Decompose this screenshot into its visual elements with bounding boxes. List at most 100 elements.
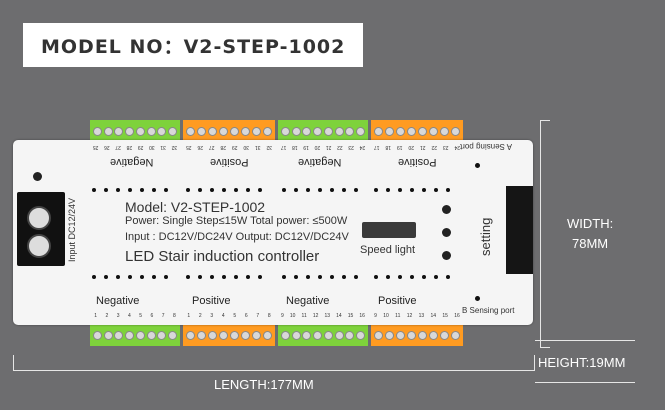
pin-number: 12: [312, 313, 319, 319]
speed-light-label: Speed light: [360, 244, 416, 256]
pin-number: 30: [149, 144, 155, 150]
terminal-block-top-1: [90, 120, 180, 142]
pin-number: 24: [359, 144, 366, 150]
top-pin-numbers-1: 32 31 30 29 28 27 26 25: [90, 144, 180, 150]
pin-number: 16: [454, 313, 460, 319]
terminal-block-top-2: [183, 120, 275, 142]
top-negative-label-1: Negative: [110, 156, 154, 168]
bottom-negative-label-2: Negative: [286, 295, 330, 307]
top-positive-label-2: Positive: [398, 156, 437, 168]
pin-number: 18: [292, 144, 298, 150]
pin-number: 23: [348, 144, 354, 150]
width-dimension-line: [540, 120, 541, 348]
pin-number: 6: [150, 313, 154, 319]
pin-number: 11: [301, 313, 307, 319]
pin-number: 2: [198, 313, 202, 319]
input-side-label: Input DC12/24V: [67, 197, 77, 262]
top-positive-label-1: Positive: [210, 156, 249, 168]
pin-number: 31: [160, 144, 166, 150]
length-label: LENGTH:177MM: [214, 377, 314, 392]
speed-light-window: [362, 222, 416, 238]
terminal-block-top-4: [371, 120, 463, 142]
b-port-indicator: [475, 296, 480, 301]
pin-number: 32: [171, 144, 178, 150]
input-connector: [17, 192, 65, 266]
terminal-block-bottom-1: [90, 324, 180, 346]
terminal-block-top-3: [278, 120, 368, 142]
pin-number: 8: [267, 313, 271, 319]
mount-hole-left: [33, 172, 42, 181]
width-label: WIDTH:: [567, 216, 614, 231]
board-input-spec: Input : DC12V/DC24V Output: DC12V/DC24V: [125, 231, 349, 243]
terminal-block-bottom-3: [278, 324, 368, 346]
pin-number: 8: [172, 313, 176, 319]
pin-number: 20: [314, 144, 321, 150]
length-dimension-cap-right: [534, 355, 535, 371]
b-sensing-port-label: B Sensing port: [462, 306, 515, 315]
height-dimension-line-bottom: [535, 382, 635, 383]
setting-button-1[interactable]: [442, 205, 451, 214]
pin-number: 17: [280, 144, 287, 150]
bottom-negative-label-1: Negative: [96, 295, 140, 307]
pin-number: 22: [431, 144, 438, 150]
model-number-banner: MODEL NO：V2-STEP-1002: [23, 23, 363, 67]
pin-number: 20: [408, 144, 415, 150]
pin-number: 7: [256, 313, 260, 319]
a-sensing-port-label: A Sensing port: [460, 142, 513, 151]
top-negative-label-2: Negative: [298, 156, 342, 168]
pin-number: 1: [94, 313, 98, 319]
pin-number: 28: [220, 144, 227, 150]
pin-number: 14: [336, 313, 342, 319]
bottom-positive-label-1: Positive: [192, 295, 231, 307]
pin-number: 25: [92, 144, 99, 150]
sensing-port-connector: [506, 186, 533, 274]
pin-number: 11: [395, 313, 401, 319]
pin-number: 7: [161, 313, 165, 319]
pin-number: 5: [233, 313, 237, 319]
setting-button-2[interactable]: [442, 228, 451, 237]
pin-number: 26: [104, 144, 110, 150]
length-dimension-line: [13, 370, 535, 371]
pin-number: 23: [442, 144, 449, 150]
width-value: 78MM: [572, 236, 609, 251]
pin-number: 29: [231, 144, 238, 150]
setting-button-3[interactable]: [442, 251, 451, 260]
pin-number: 22: [337, 144, 343, 150]
pin-number: 19: [396, 144, 403, 150]
bottom-pin-numbers-1: 1 2 3 4 5 6 7 8: [90, 313, 180, 319]
pin-number: 4: [127, 313, 131, 319]
pin-number: 18: [385, 144, 392, 150]
pin-number: 14: [430, 313, 437, 319]
pin-number: 21: [419, 144, 426, 150]
pin-number: 12: [406, 313, 413, 319]
pin-number: 32: [266, 144, 273, 150]
pin-number: 3: [210, 313, 214, 319]
board-product-name: LED Stair induction controller: [125, 248, 320, 265]
pin-number: 15: [347, 313, 354, 319]
pin-number: 29: [137, 144, 144, 150]
a-port-indicator: [475, 163, 480, 168]
pin-number: 16: [359, 313, 365, 319]
model-number-text: MODEL NO：V2-STEP-1002: [41, 35, 346, 58]
pin-number: 26: [197, 144, 204, 150]
pin-number: 2: [105, 313, 109, 319]
pin-number: 28: [126, 144, 133, 150]
width-dimension-cap-top: [540, 120, 550, 121]
pin-number: 19: [303, 144, 309, 150]
pin-number: 5: [139, 313, 143, 319]
board-power-spec: Power: Single Step≤15W Total power: ≤500…: [125, 215, 348, 227]
pin-number: 31: [254, 144, 261, 150]
pin-number: 13: [418, 313, 425, 319]
pin-number: 27: [115, 144, 121, 150]
terminal-block-bottom-2: [183, 324, 275, 346]
pin-number: 27: [208, 144, 215, 150]
width-dimension-cap-bottom: [540, 347, 550, 348]
pin-number: 3: [116, 313, 120, 319]
setting-label: setting: [478, 217, 493, 256]
